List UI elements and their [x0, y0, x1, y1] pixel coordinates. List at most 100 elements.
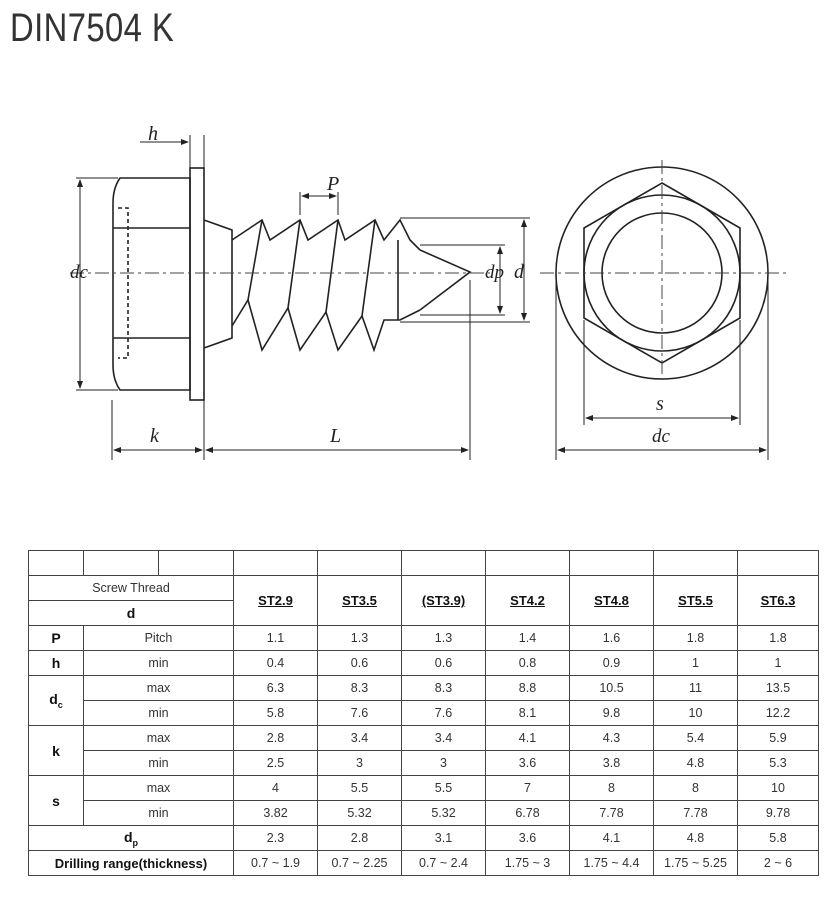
cell: 2.8 [233, 725, 318, 751]
row-symbol: P [28, 625, 84, 651]
cell: 1.75 ~ 3 [485, 850, 570, 876]
row-label: max [83, 775, 234, 801]
table-row: dc max 6.3 8.3 8.3 8.8 10.5 11 13.5 [28, 675, 819, 726]
size-header: ST3.5 [317, 575, 402, 626]
cell: 1.3 [317, 625, 402, 651]
row-symbol: dp [28, 825, 234, 851]
row-label: Pitch [83, 625, 234, 651]
cell: 4.8 [653, 825, 738, 851]
cell: 1.75 ~ 4.4 [569, 850, 654, 876]
cell: 4 [233, 775, 318, 801]
table-row: k max 2.8 3.4 3.4 4.1 4.3 5.4 5.9 [28, 725, 819, 776]
row-label: min [83, 800, 234, 826]
dim-label-L: L [329, 425, 341, 447]
row-symbol: h [28, 650, 84, 676]
cell: 2.3 [233, 825, 318, 851]
cell: 8.8 [485, 675, 570, 701]
dim-label-k: k [150, 425, 160, 447]
table-row: s max 4 5.5 5.5 7 8 8 10 [28, 775, 819, 826]
cell: 1.8 [653, 625, 738, 651]
cell: 2 ~ 6 [737, 850, 819, 876]
d-label: d [28, 600, 234, 626]
cell: 3.4 [401, 725, 486, 751]
cell: 3 [401, 750, 486, 776]
cell: 3.4 [317, 725, 402, 751]
row-symbol: s [28, 775, 84, 826]
size-header: ST4.2 [485, 575, 570, 626]
row-label: min [83, 650, 234, 676]
cell: 1.4 [485, 625, 570, 651]
cell: 10 [653, 700, 738, 726]
cell: 3.1 [401, 825, 486, 851]
screw-thread-label: Screw Thread [28, 575, 234, 601]
table-row: h min 0.4 0.6 0.6 0.8 0.9 1 1 [28, 650, 819, 676]
row-label: max [83, 725, 234, 751]
dim-label-d: d [514, 261, 525, 283]
dim-label-dc-end: dc [652, 426, 671, 447]
cell: 7.78 [569, 800, 654, 826]
cell: 1 [653, 650, 738, 676]
cell: 5.8 [233, 700, 318, 726]
cell: 1.3 [401, 625, 486, 651]
cell: 11 [653, 675, 738, 701]
cell: 0.7 ~ 2.25 [317, 850, 402, 876]
cell: 3.6 [485, 825, 570, 851]
cell: 0.6 [317, 650, 402, 676]
row-label: max [83, 675, 234, 701]
cell: 5.5 [401, 775, 486, 801]
cell: 6.78 [485, 800, 570, 826]
cell: 9.8 [569, 700, 654, 726]
cell: 9.78 [737, 800, 819, 826]
table-row: Drilling range(thickness) 0.7 ~ 1.9 0.7 … [28, 850, 819, 876]
row-label: min [83, 750, 234, 776]
cell: 0.7 ~ 1.9 [233, 850, 318, 876]
cell: 0.6 [401, 650, 486, 676]
cell: 8 [653, 775, 738, 801]
cell: 5.5 [317, 775, 402, 801]
cell: 5.32 [317, 800, 402, 826]
cell: 0.8 [485, 650, 570, 676]
screw-side-view [112, 167, 472, 401]
cell: 1 [737, 650, 819, 676]
cell: 7.6 [401, 700, 486, 726]
dim-label-h: h [148, 123, 158, 145]
table-row: min 2.5 3 3 3.6 3.8 4.8 5.3 [29, 750, 819, 776]
cell: 8 [569, 775, 654, 801]
cell: 7 [485, 775, 570, 801]
size-header: ST5.5 [653, 575, 738, 626]
cell: 5.8 [737, 825, 819, 851]
size-header: (ST3.9) [401, 575, 486, 626]
cell: 2.5 [233, 750, 318, 776]
size-header: ST6.3 [737, 575, 819, 626]
cell: 0.7 ~ 2.4 [401, 850, 486, 876]
cell: 4.3 [569, 725, 654, 751]
cell: 7.78 [653, 800, 738, 826]
page-title: DIN7504 K [10, 6, 175, 50]
cell: 8.3 [401, 675, 486, 701]
cell: 6.3 [233, 675, 318, 701]
cell: 4.1 [485, 725, 570, 751]
cell: 0.4 [233, 650, 318, 676]
screw-technical-drawing: h P dc dp d k L s dc [70, 123, 790, 460]
table-row: dp 2.3 2.8 3.1 3.6 4.1 4.8 5.8 [28, 825, 819, 851]
cell: 5.9 [737, 725, 819, 751]
cell: 2.8 [317, 825, 402, 851]
cell: 4.1 [569, 825, 654, 851]
cell: 7.6 [317, 700, 402, 726]
table-row: min 5.8 7.6 7.6 8.1 9.8 10 12.2 [29, 700, 819, 726]
dim-label-dc: dc [70, 262, 89, 283]
row-symbol: dc [28, 675, 84, 726]
dim-label-s: s [656, 393, 664, 415]
row-label: Drilling range(thickness) [28, 850, 234, 876]
cell: 13.5 [737, 675, 819, 701]
cell: 3.82 [233, 800, 318, 826]
cell: 1.1 [233, 625, 318, 651]
size-header: ST2.9 [233, 575, 318, 626]
cell: 5.32 [401, 800, 486, 826]
cell: 8.1 [485, 700, 570, 726]
cell: 1.6 [569, 625, 654, 651]
size-header: ST4.8 [569, 575, 654, 626]
cell: 3.6 [485, 750, 570, 776]
cell: 12.2 [737, 700, 819, 726]
cell: 0.9 [569, 650, 654, 676]
